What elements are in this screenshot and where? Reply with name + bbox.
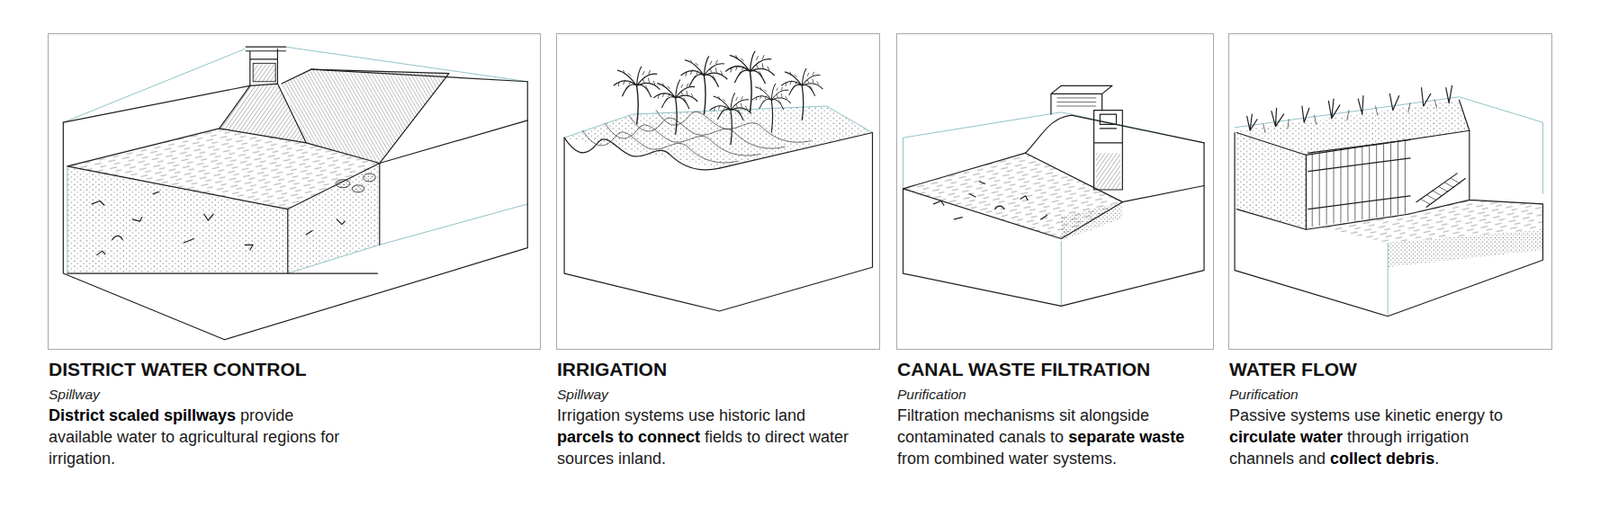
water-flow-sketch-stroke bbox=[1387, 229, 1543, 268]
irrigation-sketch-stroke bbox=[604, 123, 760, 156]
spillway-sketch bbox=[62, 46, 528, 341]
filtration-sketch-stroke bbox=[1025, 115, 1205, 153]
filtration-sketch-stroke bbox=[1099, 114, 1116, 129]
spillway-sketch-stroke bbox=[363, 173, 377, 182]
irrigation-sketch-stroke bbox=[582, 130, 738, 163]
water-flow-sketch-stroke bbox=[1420, 179, 1460, 205]
water-flow-sketch-stroke bbox=[1236, 99, 1470, 230]
spillway-sketch-stroke bbox=[62, 69, 528, 163]
irrigation-sketch-stroke bbox=[781, 68, 823, 121]
water-flow-sketch-stroke bbox=[1308, 139, 1411, 209]
irrigation-sketch-stroke bbox=[564, 106, 872, 169]
irrigation-sketch-stroke bbox=[564, 132, 872, 312]
panel-description: Irrigation systems use historic land par… bbox=[557, 404, 863, 470]
filtration-sketch-stroke bbox=[903, 152, 1205, 239]
spillway-sketch-stroke bbox=[245, 46, 286, 86]
panel-heading: WATER FLOW bbox=[1229, 358, 1536, 381]
panel-heading: CANAL WASTE FILTRATION bbox=[897, 358, 1204, 381]
panel-subtitle: Purification bbox=[897, 386, 1204, 404]
illustration-panel: CANAL WASTE FILTRATIONPurificationFiltra… bbox=[896, 33, 1214, 351]
spillway-sketch-stroke bbox=[281, 69, 450, 163]
water-flow-sketch-stroke bbox=[1312, 139, 1405, 226]
water-flow-sketch bbox=[1234, 85, 1543, 316]
filtration-sketch-stroke bbox=[934, 181, 1048, 220]
panel-caption: WATER FLOW PurificationPassive systems us… bbox=[1229, 358, 1536, 470]
water-flow-sketch-stroke bbox=[1247, 85, 1453, 131]
water-flow-sketch-stroke bbox=[1305, 130, 1543, 230]
panel-subtitle: Spillway bbox=[48, 386, 346, 404]
illustration-panel: WATER FLOWPurificationPassive systems us… bbox=[1228, 33, 1553, 351]
panel-description: Filtration mechanisms sit alongside cont… bbox=[897, 404, 1204, 470]
irrigation-sketch-stroke bbox=[710, 92, 752, 145]
water-flow-sketch-stroke bbox=[1234, 97, 1543, 317]
panel-heading: IRRIGATION bbox=[557, 358, 863, 381]
panel-caption: DISTRICT WATER CONTROL SpillwayDistrict s… bbox=[48, 358, 346, 470]
filtration-sketch-stroke bbox=[903, 143, 1205, 307]
irrigation-sketch-stroke bbox=[751, 83, 792, 133]
panel-subtitle: Purification bbox=[1229, 386, 1536, 404]
irrigation-sketch-stroke bbox=[656, 110, 811, 144]
spillway-sketch-stroke bbox=[335, 179, 351, 189]
spillway-sketch-stroke bbox=[67, 166, 288, 274]
spillway-sketch-stroke bbox=[287, 163, 380, 275]
spillway-sketch-stroke bbox=[252, 62, 276, 81]
water-flow-sketch-stroke bbox=[1234, 132, 1543, 316]
spillway-sketch-stroke bbox=[62, 46, 528, 274]
irrigation-sketch-stroke bbox=[613, 66, 661, 126]
filtration-sketch-stroke bbox=[1057, 98, 1097, 107]
panel-description: Passive systems use kinetic energy to ci… bbox=[1229, 404, 1536, 470]
illustration-panel: IRRIGATIONSpillwayIrrigation systems use… bbox=[556, 33, 881, 351]
spillway-sketch-stroke bbox=[67, 163, 380, 275]
irrigation-sketch-stroke bbox=[725, 51, 774, 113]
panel-description: District scaled spillways provide availa… bbox=[48, 404, 346, 470]
panel-caption: CANAL WASTE FILTRATION PurificationFiltra… bbox=[897, 358, 1204, 470]
spillway-sketch-stroke bbox=[219, 69, 450, 163]
spillway-sketch-stroke bbox=[351, 185, 365, 193]
irrigation-sketch-stroke bbox=[719, 132, 872, 169]
filtration-sketch-stroke bbox=[1025, 152, 1124, 202]
filtration-sketch-stroke bbox=[1096, 152, 1121, 189]
filtration-sketch-stroke bbox=[1094, 110, 1124, 190]
irrigation-sketch-stroke bbox=[653, 79, 698, 135]
filtration-sketch-stroke bbox=[903, 112, 1205, 307]
panel-subtitle: Spillway bbox=[557, 386, 863, 404]
water-flow-sketch-stroke bbox=[1416, 173, 1466, 207]
irrigation-sketch bbox=[564, 51, 872, 312]
illustration-panel: DISTRICT WATER CONTROLSpillwayDistrict s… bbox=[47, 33, 541, 351]
irrigation-sketch-stroke bbox=[629, 116, 785, 149]
irrigation-sketch-stroke bbox=[564, 106, 872, 138]
spillway-sketch-stroke bbox=[91, 191, 345, 255]
panel-heading: DISTRICT WATER CONTROL bbox=[48, 358, 346, 381]
panel-caption: IRRIGATION SpillwayIrrigation systems use… bbox=[557, 358, 863, 470]
spillway-sketch-stroke bbox=[67, 128, 380, 210]
filtration-sketch bbox=[903, 85, 1205, 306]
water-flow-sketch-stroke bbox=[1263, 99, 1438, 133]
